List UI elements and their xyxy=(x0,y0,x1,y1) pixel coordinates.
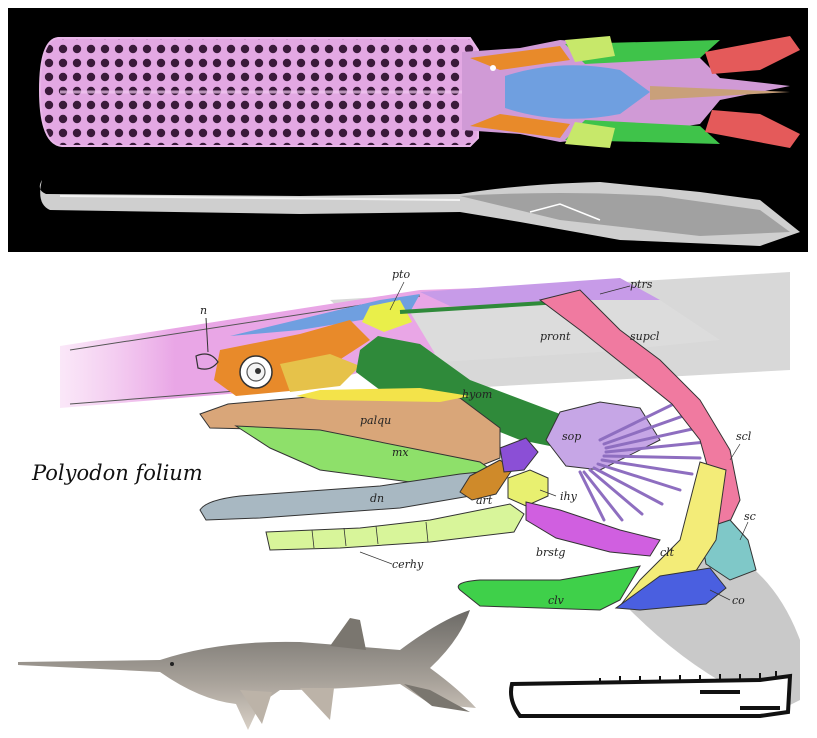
species-label: Polyodon folium xyxy=(31,461,203,485)
label-sop: sop xyxy=(562,430,581,443)
label-palqu: palqu xyxy=(360,414,391,427)
paddlefish-photo-icon xyxy=(18,610,476,730)
label-dn: dn xyxy=(370,492,384,505)
label-supcl: supcl xyxy=(630,330,660,343)
label-scl: scl xyxy=(736,430,752,443)
label-clt: clt xyxy=(660,546,675,559)
label-pront: pront xyxy=(540,330,571,343)
label-ihy: ihy xyxy=(560,490,578,503)
label-mx: mx xyxy=(392,446,409,459)
label-art: art xyxy=(476,494,493,507)
label-clv: clv xyxy=(548,594,565,607)
label-pto: pto xyxy=(392,268,410,281)
label-co: co xyxy=(732,594,745,607)
label-cerhy: cerhy xyxy=(392,558,424,571)
label-sc: sc xyxy=(744,510,756,523)
ihy-bone xyxy=(508,470,548,506)
ct-scan-skull-dorsal-icon xyxy=(40,36,800,148)
small-purple-bone xyxy=(500,438,538,472)
dn-bone xyxy=(200,470,500,520)
label-ptrs: ptrs xyxy=(630,278,653,291)
label-brstg: brstg xyxy=(536,546,565,559)
ct-scan-panel xyxy=(8,8,808,252)
label-hyom: hyom xyxy=(462,388,492,401)
label-n: n xyxy=(200,304,207,317)
